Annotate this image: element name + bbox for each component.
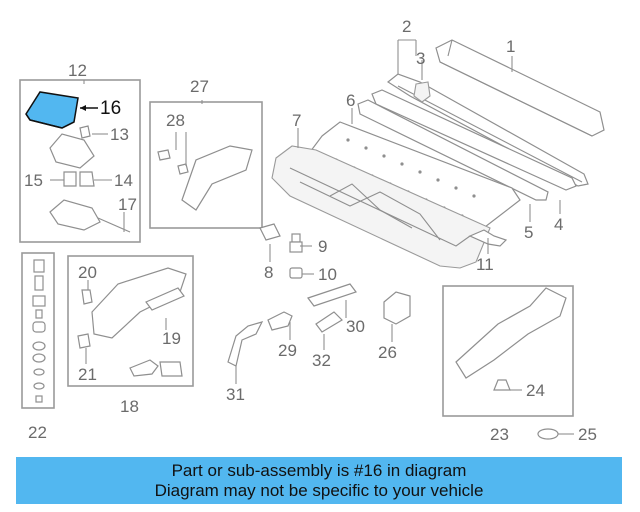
callout-19: 19: [162, 329, 181, 348]
callout-7: 7: [292, 111, 301, 130]
callout-3: 3: [416, 49, 425, 68]
group-box-18: [67, 255, 194, 387]
part-29-bracket: [267, 311, 293, 331]
part-12-latch: [49, 199, 101, 231]
part-17-cable: [97, 217, 131, 233]
callout-26: 26: [378, 343, 397, 362]
part-9-bumper: [289, 233, 303, 253]
callout-24: 24: [526, 381, 545, 400]
callout-16-highlighted[interactable]: 16: [100, 98, 121, 119]
part-22-hardware-stack: [32, 259, 46, 403]
callout-27: 27: [190, 77, 209, 96]
part-18-latch-assembly: [77, 267, 187, 377]
callout-6: 6: [346, 91, 355, 110]
callout-21: 21: [78, 365, 97, 384]
part-28-bolts: [157, 149, 189, 175]
callout-29: 29: [278, 341, 297, 360]
banner-line-2: Diagram may not be specific to your vehi…: [154, 480, 484, 500]
callout-28: 28: [166, 111, 185, 130]
part-23-trim: [455, 287, 567, 379]
group-box-22: [21, 252, 55, 409]
info-banner: Part or sub-assembly is #16 in diagram D…: [16, 457, 622, 504]
part-15-nut: [63, 171, 77, 187]
group-box-23: [442, 285, 574, 417]
callout-10: 10: [318, 265, 337, 284]
callout-4: 4: [554, 215, 563, 234]
part-13-clip: [79, 125, 91, 139]
part-26-latch: [383, 291, 411, 325]
part-10-grommet: [289, 267, 303, 279]
callout-1: 1: [506, 37, 515, 56]
part-2-seal: [386, 73, 589, 187]
part-12-bracket: [49, 133, 95, 169]
part-25-cap: [537, 428, 559, 440]
part-14-nut: [79, 171, 95, 187]
group-box-27: [149, 101, 263, 229]
callout-9: 9: [318, 237, 327, 256]
part-16-panel-highlighted[interactable]: [25, 91, 79, 129]
part-5-strip: [357, 99, 549, 201]
part-7-frame: [271, 145, 491, 269]
leader-lines: [50, 39, 574, 435]
callout-8: 8: [264, 263, 273, 282]
callout-18: 18: [120, 397, 139, 416]
part-31-rod: [227, 321, 264, 367]
group-box-12: [19, 79, 141, 243]
part-27-bracket: [181, 145, 253, 211]
part-24-fastener: [493, 379, 511, 391]
callout-11: 11: [476, 255, 494, 274]
parts-diagram: 1 2 3 4 5 6 7 8 9 10 11 12 13 14 15 16 1…: [19, 17, 605, 444]
part-3-clip: [413, 81, 431, 103]
part-30-rail: [307, 283, 357, 307]
callout-30: 30: [346, 317, 365, 336]
callout-17: 17: [118, 195, 137, 214]
callout-12: 12: [68, 61, 87, 80]
callout-15: 15: [24, 171, 43, 190]
callout-23: 23: [490, 425, 509, 444]
banner-line-1: Part or sub-assembly is #16 in diagram: [171, 460, 467, 480]
callout-20: 20: [78, 263, 97, 282]
callout-32: 32: [312, 351, 331, 370]
part-1-top-panel: [435, 39, 605, 137]
callout-14: 14: [114, 171, 133, 190]
callout-5: 5: [524, 223, 533, 242]
callout-13: 13: [110, 125, 129, 144]
callout-25: 25: [578, 425, 597, 444]
callout-22: 22: [28, 423, 47, 442]
callout-2: 2: [402, 17, 411, 36]
part-8-pad: [259, 223, 281, 241]
callout-31: 31: [226, 385, 245, 404]
part-32-bracket: [315, 311, 343, 333]
